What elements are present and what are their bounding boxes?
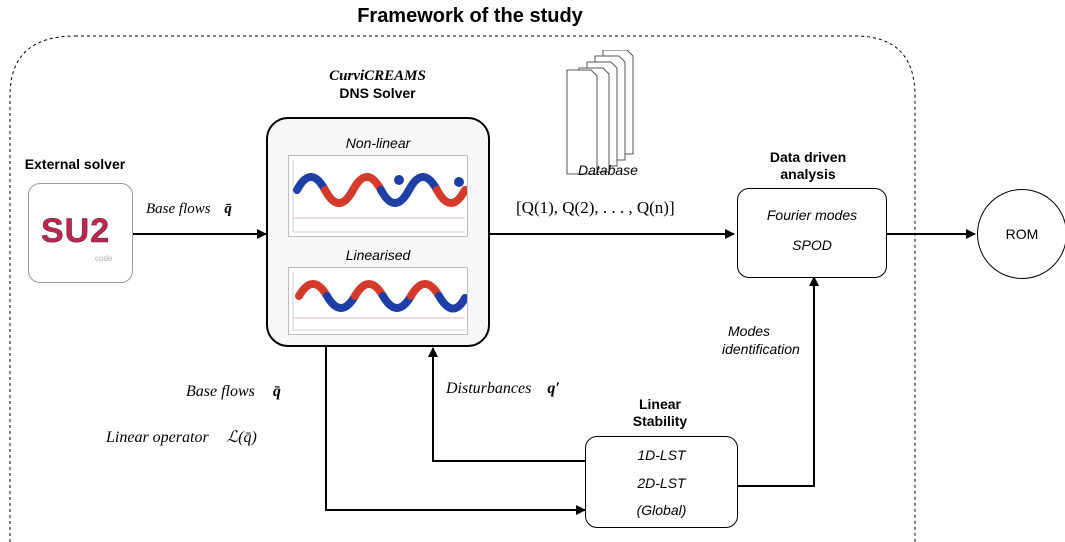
lst-2d-item: 2D-LST [637, 475, 686, 491]
base-flows-bottom-label: Base flows q̄ [186, 383, 281, 401]
linear-operator-label: Linear operator ℒ(q̄) [106, 427, 257, 447]
su2-logo: SU2 [41, 212, 111, 251]
linear-stability-line2: Stability [632, 413, 688, 429]
dns-heading-main: DNS Solver [339, 85, 416, 101]
arrow-disturbances [428, 347, 585, 462]
modes-identification-label: Modes identification [722, 322, 800, 358]
arrow-base-flows-operator [325, 346, 586, 515]
external-solver-box: SU2 code [28, 183, 133, 283]
linear-stability-heading: Linear Stability [595, 396, 725, 430]
base-flows-top-label: Base flows q̄ [146, 201, 232, 218]
disturbances-text: Disturbances [446, 380, 532, 397]
dns-heading-italic: CurviCREAMS [329, 68, 426, 84]
database-sequence-text: [Q(1), Q(2), . . . , Q(n)] [516, 198, 675, 217]
base-flows-bottom-text: Base flows [186, 383, 255, 400]
nonlinear-plot [288, 155, 468, 237]
data-driven-heading-line1: Data driven [769, 149, 847, 165]
rom-node: ROM [977, 189, 1065, 279]
base-flows-top-text: Base flows [146, 201, 211, 217]
nonlinear-wave-graphic [292, 160, 467, 233]
linearised-plot [288, 267, 468, 335]
linearised-wave-graphic [292, 272, 467, 331]
database-label: Database [578, 162, 638, 178]
lst-1d-item: 1D-LST [637, 447, 686, 463]
database-stack-icon [566, 50, 634, 175]
nonlinear-label: Non-linear [345, 135, 411, 151]
data-driven-heading-line2: analysis [780, 166, 836, 182]
disturbances-symbol: q′ [547, 380, 560, 397]
disturbances-label: Disturbances q′ [446, 380, 560, 398]
data-driven-heading: Data driven analysis [718, 149, 898, 183]
dns-heading: CurviCREAMS DNS Solver [290, 68, 465, 101]
linear-stability-box: 1D-LST 2D-LST (Global) [585, 436, 738, 528]
su2-logo-subtext: code [95, 254, 113, 263]
linearised-label: Linearised [345, 247, 411, 263]
fourier-modes-item: Fourier modes [766, 207, 858, 223]
linear-stability-line1: Linear [638, 396, 681, 412]
diagram-title: Framework of the study [357, 5, 583, 27]
global-item: (Global) [636, 502, 687, 518]
rom-label: ROM [1005, 226, 1039, 242]
spod-item: SPOD [792, 237, 832, 253]
base-flows-bottom-symbol: q̄ [272, 383, 281, 400]
arrow-modes-identification [737, 276, 819, 487]
base-flows-top-symbol: q̄ [224, 201, 232, 217]
linear-operator-text: Linear operator [106, 429, 209, 446]
modes-line1: Modes [728, 323, 771, 339]
data-driven-box: Fourier modes SPOD [737, 188, 887, 278]
database-sequence: [Q(1), Q(2), . . . , Q(n)] [516, 198, 675, 218]
modes-line2: identification [722, 341, 800, 357]
dns-solver-box: Non-linear Linearised [266, 117, 490, 347]
external-solver-heading: External solver [24, 156, 126, 172]
linear-operator-symbol: ℒ(q̄) [226, 429, 257, 446]
study-frame [9, 35, 916, 542]
